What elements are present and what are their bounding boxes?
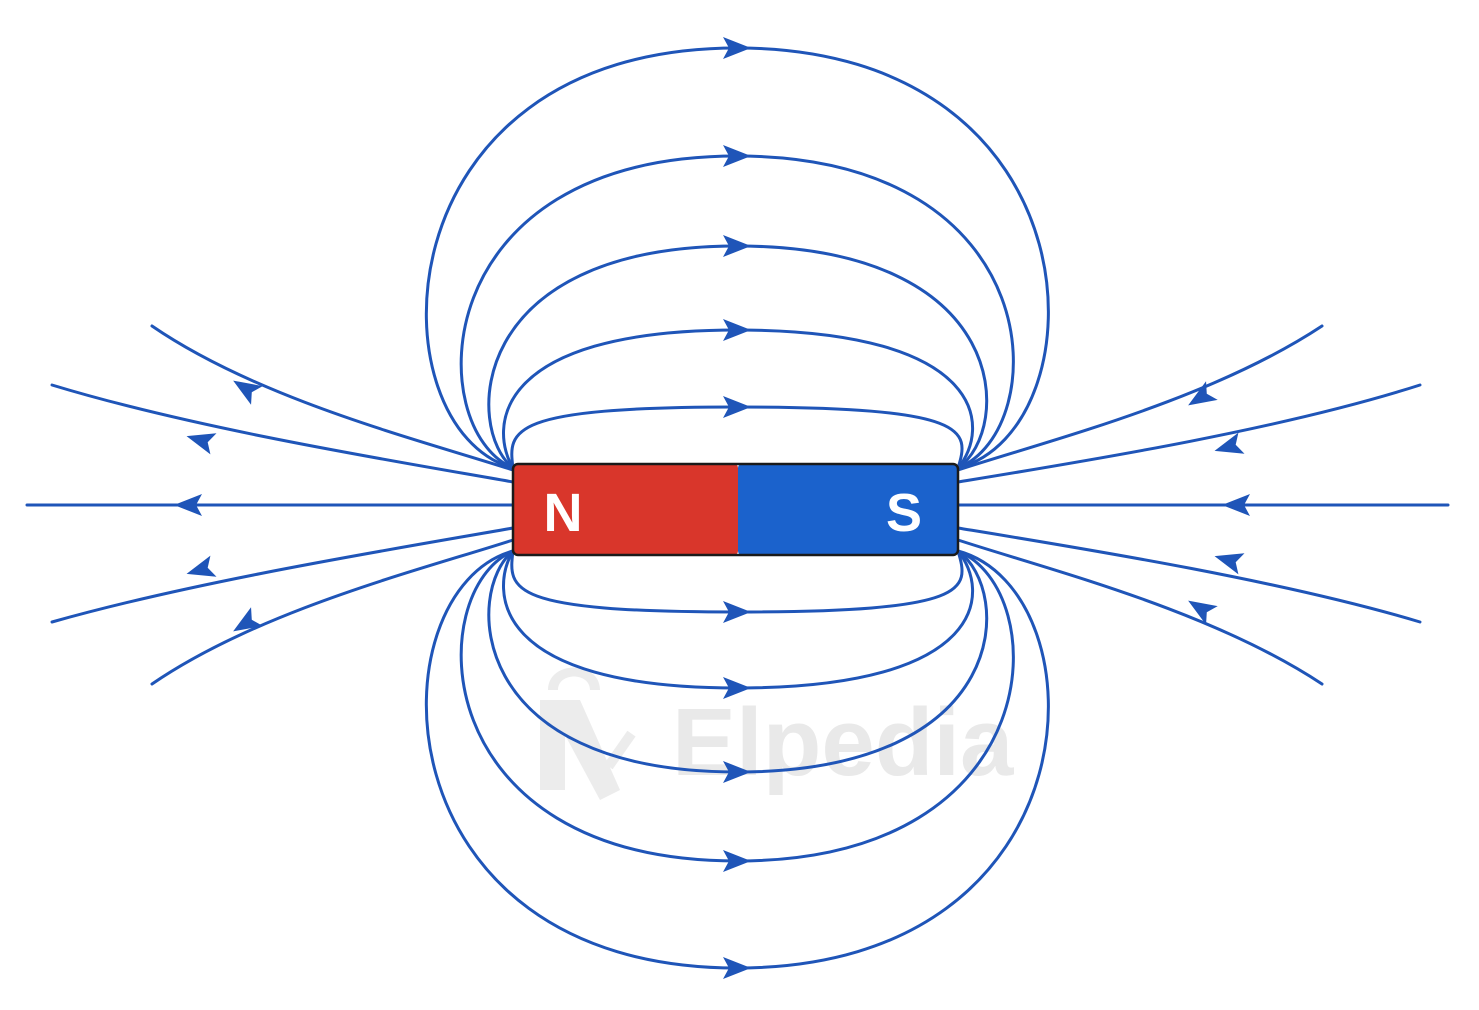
field-arrow-top-5: [723, 396, 751, 418]
field-arrow-right-5: [1188, 600, 1218, 625]
field-arrow-left-1: [233, 380, 263, 405]
field-line-left-2: [50, 383, 515, 484]
field-arrow-left-5: [233, 607, 263, 632]
field-line-right-1: [956, 324, 1324, 472]
watermark-text: Elpedia: [672, 689, 1014, 796]
south-label: S: [886, 483, 922, 543]
field-arrow-bottom-1: [723, 957, 751, 979]
north-label: N: [544, 483, 583, 543]
field-arrow-right-4: [1214, 553, 1245, 575]
north-pole: [513, 464, 738, 555]
field-arrow-bottom-2: [723, 850, 751, 872]
elpedia-logo-icon: [540, 667, 636, 800]
magnet-outline: [511, 462, 960, 557]
field-line-left-5: [150, 538, 515, 686]
field-lines: [25, 37, 1450, 979]
field-loop-top-4: [502, 328, 974, 470]
field-arrow-left-2: [186, 433, 217, 455]
field-arrow-bottom-5: [723, 601, 751, 623]
field-arrow-top-3: [723, 235, 751, 257]
field-loop-top-5: [510, 405, 964, 470]
field-arrow-right-1: [1188, 381, 1218, 406]
field-arrow-top-2: [723, 145, 751, 167]
field-arrow-bottom-3: [723, 761, 751, 783]
field-arrow-left-3: [174, 494, 202, 516]
south-pole: [738, 464, 958, 555]
field-line-right-5: [956, 538, 1324, 686]
field-line-right-2: [956, 383, 1422, 484]
field-arrow-top-1: [723, 37, 751, 59]
field-loop-bottom-4: [502, 549, 974, 690]
bar-magnet: N S: [511, 462, 960, 557]
field-arrow-left-4: [186, 555, 217, 577]
field-line-left-4: [50, 526, 515, 624]
field-arrow-top-4: [723, 319, 751, 341]
field-line-left-1: [150, 324, 515, 472]
field-loop-bottom-5: [510, 549, 964, 614]
field-line-right-4: [956, 526, 1422, 624]
field-arrow-bottom-4: [723, 677, 751, 699]
field-arrow-right-2: [1214, 432, 1245, 454]
field-arrow-right-3: [1222, 494, 1250, 516]
